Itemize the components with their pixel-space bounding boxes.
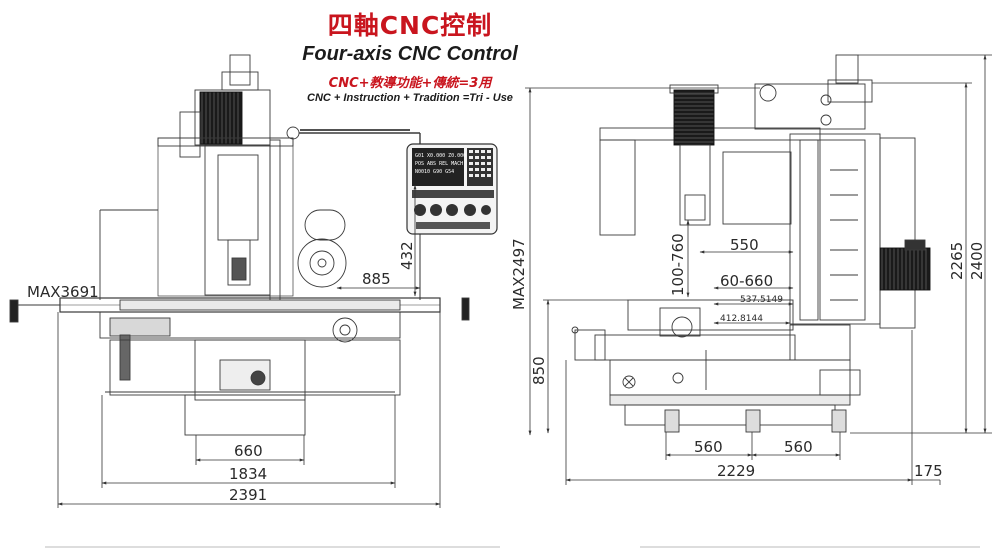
column-motor bbox=[879, 247, 931, 291]
title-block: 四軸CNC控制 Four-axis CNC Control CNC+教導功能+傳… bbox=[250, 6, 570, 104]
quill-body bbox=[217, 154, 259, 241]
subtitle-chinese: CNC+教導功能+傳統=3用 bbox=[328, 76, 492, 91]
control-panel: G01 X0.000 Z0.000 POS ABS REL MACH N0010… bbox=[406, 143, 498, 300]
dim-panel-height: 432 bbox=[398, 241, 416, 270]
side-dimensions bbox=[525, 54, 992, 485]
dim-overall-height: 2400 bbox=[968, 242, 986, 280]
handwheel-front bbox=[297, 238, 347, 288]
handwheel-saddle bbox=[332, 317, 358, 343]
title-english: Four-axis CNC Control bbox=[302, 43, 518, 65]
dim-ram-travel: 550 bbox=[730, 236, 759, 254]
knee-front bbox=[194, 339, 306, 401]
dim-foot-left: 560 bbox=[694, 438, 723, 456]
dim-foot-right: 560 bbox=[784, 438, 813, 456]
spindle-quill-side bbox=[679, 144, 711, 226]
dim-table-small-b: 412.8144 bbox=[720, 314, 763, 324]
table-side bbox=[627, 299, 794, 331]
motor-top-front bbox=[221, 71, 259, 91]
dim-max-height: MAX2497 bbox=[510, 238, 528, 310]
knee-side bbox=[609, 359, 851, 396]
dim-table-height: 850 bbox=[530, 356, 548, 385]
title-chinese: 四軸CNC控制 bbox=[327, 11, 493, 40]
screen-line-3: N0010 G90 G54 bbox=[415, 169, 454, 175]
subtitle-english: CNC + Instruction + Tradition =Tri - Use bbox=[307, 92, 513, 104]
spindle-motor-front bbox=[199, 91, 243, 145]
dim-spindle-range: 100-760 bbox=[669, 233, 687, 296]
z-motor-cap bbox=[835, 54, 859, 84]
motor-cap-front bbox=[229, 54, 251, 86]
guard-side bbox=[722, 151, 792, 225]
column-guide bbox=[269, 139, 281, 301]
dim-saddle-width: 1834 bbox=[229, 465, 267, 483]
tool-holder bbox=[231, 257, 247, 281]
screen-line-1: G01 X0.000 Z0.000 bbox=[415, 153, 466, 159]
dim-table-range: 60-660 bbox=[720, 272, 773, 290]
column-outline bbox=[157, 137, 294, 297]
dim-table-small-a: 537.5149 bbox=[740, 295, 783, 305]
dim-column-height: 2265 bbox=[948, 242, 966, 280]
screen-line-2: POS ABS REL MACH bbox=[415, 161, 463, 167]
dim-max-travel: MAX3691 bbox=[27, 283, 99, 301]
spindle-nose bbox=[227, 239, 251, 286]
dim-overall-depth: 2229 bbox=[717, 462, 755, 480]
spindle-motor-side bbox=[673, 89, 715, 146]
column-side bbox=[789, 133, 881, 325]
ram-counterweight bbox=[599, 139, 636, 236]
front-dimensions bbox=[57, 184, 441, 508]
dim-overall-width: 2391 bbox=[229, 486, 267, 504]
dim-panel-offset: 885 bbox=[362, 270, 391, 288]
side-view bbox=[571, 54, 931, 433]
control-screen bbox=[412, 148, 464, 186]
z-motor-housing bbox=[827, 79, 873, 103]
dim-base-width: 660 bbox=[234, 442, 263, 460]
head-side-block bbox=[179, 111, 201, 158]
saddle bbox=[99, 311, 401, 339]
base bbox=[184, 394, 306, 436]
base-side bbox=[624, 404, 836, 426]
front-view bbox=[9, 54, 470, 436]
dim-rear-offset: 175 bbox=[914, 462, 943, 480]
handwheel-small bbox=[286, 126, 300, 140]
